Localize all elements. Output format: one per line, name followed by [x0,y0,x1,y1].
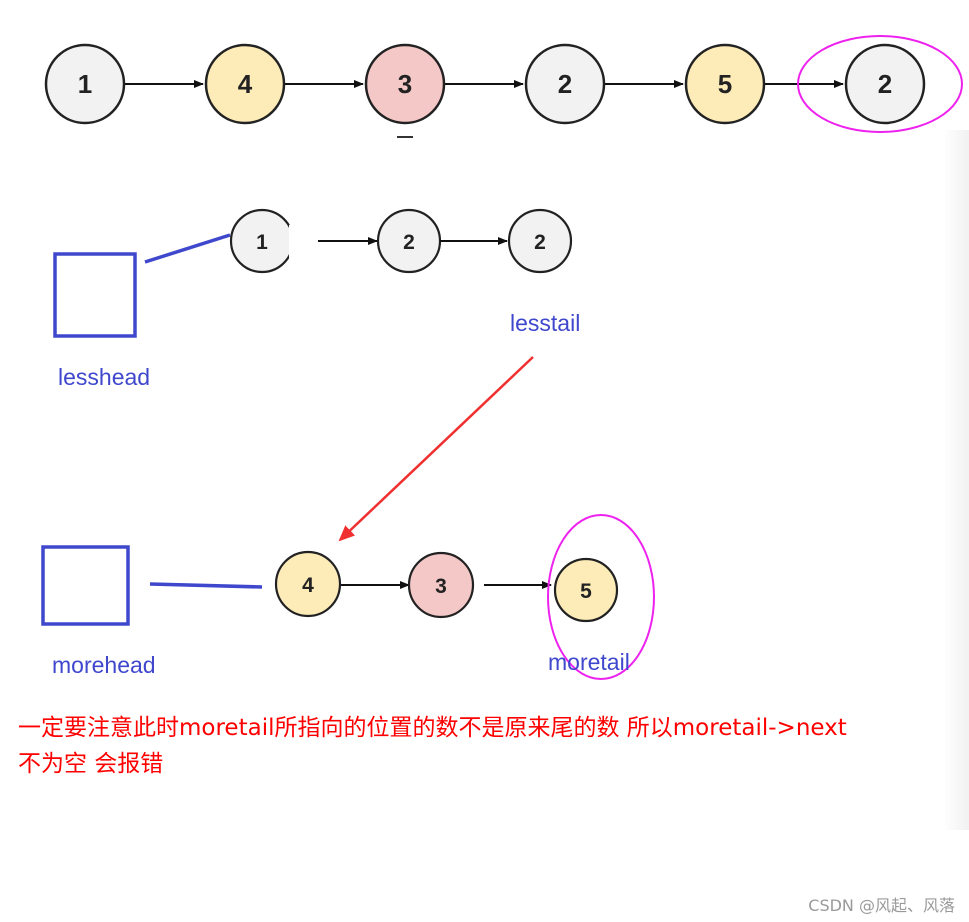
connect-arrow [338,356,534,542]
morehead-link [149,582,263,589]
node: 3 [407,551,475,619]
warning-note: 一定要注意此时moretail所指向的位置的数不是原来尾的数 所以moretai… [18,710,963,782]
less-list: 1 2 2 lesshead lesstail [53,208,580,390]
moretail-highlight-ellipse [547,514,655,680]
node-value: 4 [302,574,314,597]
node-value: 4 [238,69,253,99]
node-value: 2 [534,231,546,254]
node: 5 [553,557,619,623]
tail-highlight-ellipse [797,35,963,133]
node-value: 5 [580,580,592,603]
node-value: 3 [398,69,412,99]
node: 1 [44,43,126,125]
node: 2 [376,208,442,274]
node: 2 [524,43,606,125]
watermark: CSDN @风起、风落 [808,896,955,915]
lesshead-box [53,252,137,338]
node: 2 [507,208,573,274]
morehead-label: morehead [52,652,156,678]
lesshead-link [144,233,231,264]
node: 4 [204,43,286,125]
original-list: 1 4 3 2 5 2 [44,43,926,138]
node-value: 5 [718,69,732,99]
more-list: 4 3 5 morehead moretail [41,514,655,680]
node-value: 2 [403,231,415,254]
right-edge-shadow [943,130,969,830]
note-line-1: 一定要注意此时moretail所指向的位置的数不是原来尾的数 所以moretai… [18,715,847,741]
node-value: 2 [878,69,892,99]
moretail-label: moretail [548,649,630,675]
node: 4 [274,550,342,618]
note-line-2: 不为空 会报错 [18,751,164,777]
lesstail-label: lesstail [510,310,580,336]
node-value: 2 [558,69,572,99]
node-value: 1 [256,231,268,254]
node-value: 3 [435,575,447,598]
node: 3 [364,43,446,125]
node: 5 [684,43,766,125]
node: 2 [844,43,926,125]
lesshead-label: lesshead [58,364,150,390]
node: 1 [229,208,301,274]
morehead-box [41,545,130,626]
node-value: 1 [78,69,92,99]
